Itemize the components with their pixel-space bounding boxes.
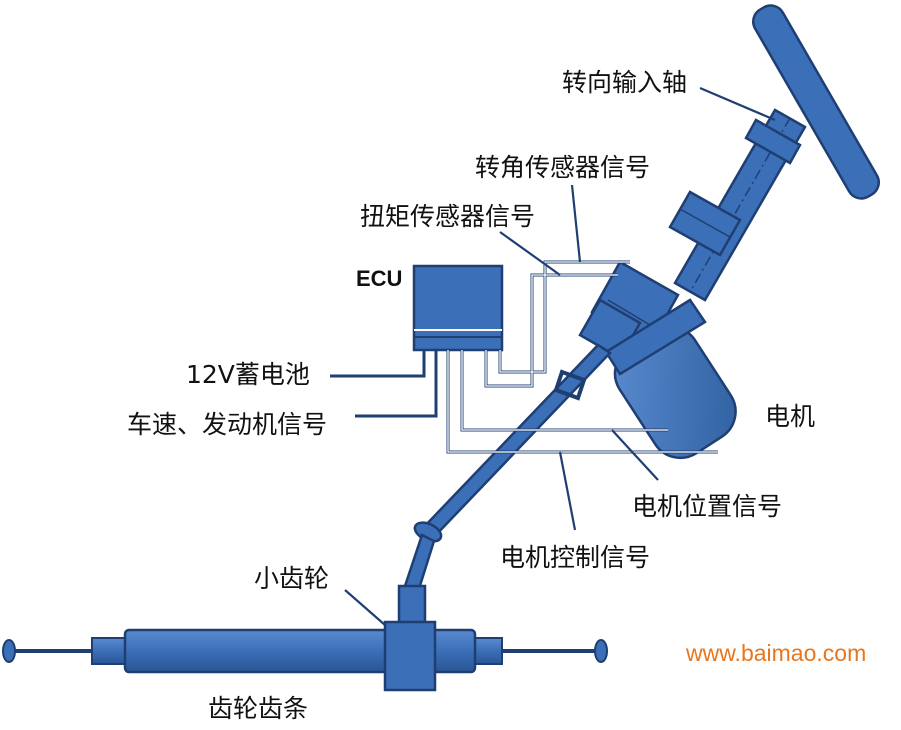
leader-input-shaft	[699, 86, 776, 122]
label-motor-position-signal: 电机位置信号	[632, 492, 783, 521]
label-steering-input-shaft: 转向输入轴	[562, 68, 688, 97]
leader-motor-control	[558, 451, 577, 531]
leader-lines	[344, 86, 776, 626]
label-battery: 12V蓄电池	[186, 360, 310, 389]
leader-pinion	[344, 589, 386, 626]
intermediate-shaft	[413, 343, 612, 543]
steering-wheel	[752, 4, 880, 200]
label-ecu: ECU	[356, 266, 403, 291]
label-motor-control-signal: 电机控制信号	[500, 543, 651, 572]
leader-angle-sensor	[570, 184, 582, 263]
motor-body	[604, 298, 737, 460]
label-speed-engine-signal: 车速、发动机信号	[127, 410, 328, 439]
leader-motor-position	[611, 429, 659, 481]
steering-column	[668, 108, 807, 302]
watermark-text: www.baimao.com	[686, 640, 867, 666]
ecu-box	[412, 264, 504, 352]
leader-torque-sensor	[499, 231, 561, 276]
label-angle-sensor-signal: 转角传感器信号	[475, 153, 651, 182]
label-torque-sensor-signal: 扭矩传感器信号	[360, 202, 536, 231]
label-motor: 电机	[765, 402, 816, 431]
label-rack: 齿轮齿条	[208, 694, 309, 723]
pinion-shaft	[397, 533, 436, 628]
rack-assembly	[2, 620, 608, 692]
label-pinion: 小齿轮	[254, 564, 330, 593]
